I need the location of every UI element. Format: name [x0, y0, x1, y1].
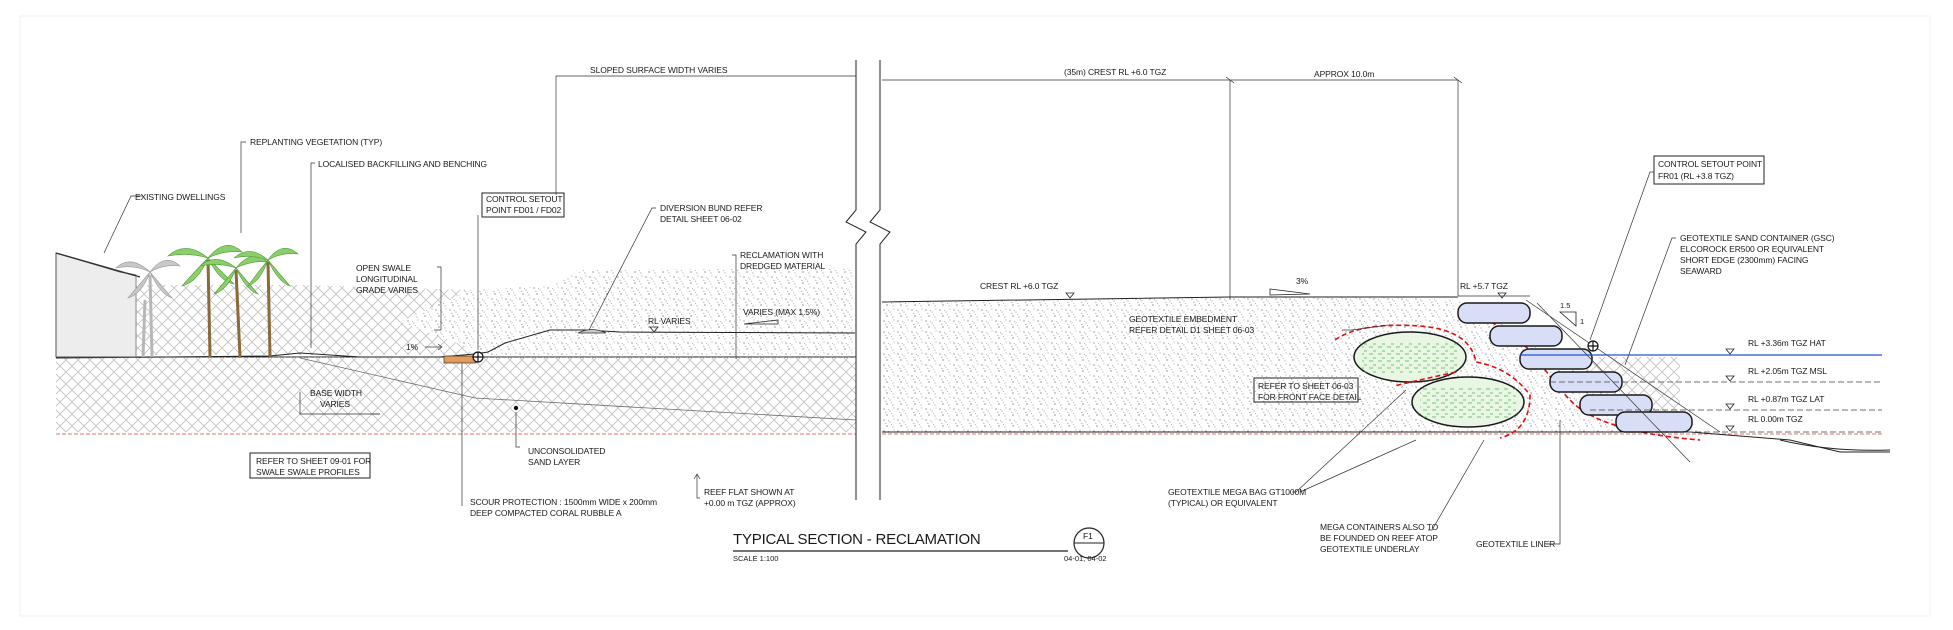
label-reclaim-1: RECLAMATION WITH	[740, 250, 823, 260]
drawing-scale: SCALE 1:100	[733, 554, 778, 563]
label-swale-2: LONGITUDINAL	[356, 274, 418, 284]
label-rl-57: RL +5.7 TGZ	[1460, 281, 1508, 291]
label-base-1: BASE WIDTH	[310, 388, 362, 398]
label-megacont-2: BE FOUNDED ON REEF ATOP	[1320, 533, 1438, 543]
label-unconsol-2: SAND LAYER	[528, 457, 580, 467]
label-crest-rl: CREST RL +6.0 TGZ	[980, 281, 1058, 291]
palm-tree-icon	[115, 245, 299, 358]
label-refer-0901-1: REFER TO SHEET 09-01 FOR	[256, 456, 371, 466]
label-control-fd-1: CONTROL SETOUT	[486, 194, 563, 204]
dim-sloped-surface: SLOPED SURFACE WIDTH VARIES	[590, 65, 728, 75]
drawing-title: TYPICAL SECTION - RECLAMATION	[733, 531, 981, 548]
label-base-2: VARIES	[320, 399, 350, 409]
reef-hatch-left	[56, 357, 856, 432]
label-diversion-2: DETAIL SHEET 06-02	[660, 214, 742, 224]
section-break	[845, 60, 891, 500]
label-diversion-1: DIVERSION BUND REFER	[660, 203, 762, 213]
label-megacont-3: GEOTEXTILE UNDERLAY	[1320, 544, 1420, 554]
control-point-icon	[1587, 340, 1599, 352]
label-lat: RL +0.87m TGZ LAT	[1748, 394, 1824, 404]
dim-crest-width: (35m) CREST RL +6.0 TGZ	[1064, 67, 1166, 77]
label-control-fd-2: POINT FD01 / FD02	[486, 205, 562, 215]
label-refer-0603-1: REFER TO SHEET 06-03	[1258, 381, 1354, 391]
scour-protection	[443, 355, 477, 364]
label-liner: GEOTEXTILE LINER	[1476, 539, 1555, 549]
label-existing-dwellings: EXISTING DWELLINGS	[135, 192, 226, 202]
label-control-fr-2: FR01 (RL +3.8 TGZ)	[1658, 171, 1734, 181]
label-geotex-embed-1: GEOTEXTILE EMBEDMENT	[1129, 314, 1237, 324]
label-gsc-3: SHORT EDGE (2300mm) FACING	[1680, 255, 1808, 265]
label-reef-1: REEF FLAT SHOWN AT	[704, 487, 794, 497]
label-swale-3: GRADE VARIES	[356, 285, 418, 295]
label-scour-2: DEEP COMPACTED CORAL RUBBLE A	[470, 508, 622, 518]
section-tag-ref: 04-01, 04-02	[1064, 554, 1107, 563]
label-megacont-1: MEGA CONTAINERS ALSO TO	[1320, 522, 1439, 532]
level-marker-icon	[649, 326, 659, 333]
diversion-bund	[577, 329, 607, 334]
reclamation-fill-left	[400, 268, 855, 355]
label-unconsol-1: UNCONSOLIDATED	[528, 446, 605, 456]
dim-approx: APPROX 10.0m	[1314, 69, 1374, 79]
label-replanting: REPLANTING VEGETATION (TYP)	[250, 137, 382, 147]
label-geotex-embed-2: REFER DETAIL D1 SHEET 06-03	[1129, 325, 1255, 335]
label-hat: RL +3.36m TGZ HAT	[1748, 338, 1826, 348]
label-zero: RL 0.00m TGZ	[1748, 414, 1803, 424]
label-rl-varies: RL VARIES	[648, 316, 691, 326]
label-megabag-2: (TYPICAL) OR EQUIVALENT	[1168, 498, 1277, 508]
label-msl: RL +2.05m TGZ MSL	[1748, 366, 1827, 376]
label-slope-h: 1.5	[1560, 301, 1570, 310]
label-varies-grade: VARIES (MAX 1.5%)	[743, 307, 820, 317]
label-refer-0603-2: FOR FRONT FACE DETAIL	[1258, 392, 1362, 402]
label-refer-0901-2: SWALE SWALE PROFILES	[256, 467, 360, 477]
label-crest-grade: 3%	[1296, 276, 1309, 286]
label-control-fr-1: CONTROL SETOUT POINT	[1658, 159, 1762, 169]
label-megabag-1: GEOTEXTILE MEGA BAG GT1000M	[1168, 487, 1306, 497]
dwelling-icon	[55, 252, 141, 358]
control-point-icon	[472, 215, 484, 363]
label-reclaim-2: DREDGED MATERIAL	[740, 261, 826, 271]
label-gsc-1: GEOTEXTILE SAND CONTAINER (GSC)	[1680, 233, 1835, 243]
section-tag-id: F1	[1083, 531, 1093, 541]
label-reef-2: +0.00 m TGZ (APPROX)	[704, 498, 796, 508]
label-gsc-4: SEAWARD	[1680, 266, 1722, 276]
label-scour-1: SCOUR PROTECTION : 1500mm WIDE x 200mm	[470, 497, 657, 507]
label-slope-v: 1	[1580, 317, 1584, 326]
label-swale-1: OPEN SWALE	[356, 263, 411, 273]
label-backfilling: LOCALISED BACKFILLING AND BENCHING	[318, 159, 487, 169]
label-swale-grade: 1%	[406, 342, 419, 352]
label-gsc-2: ELCOROCK ER500 OR EQUIVALENT	[1680, 244, 1824, 254]
